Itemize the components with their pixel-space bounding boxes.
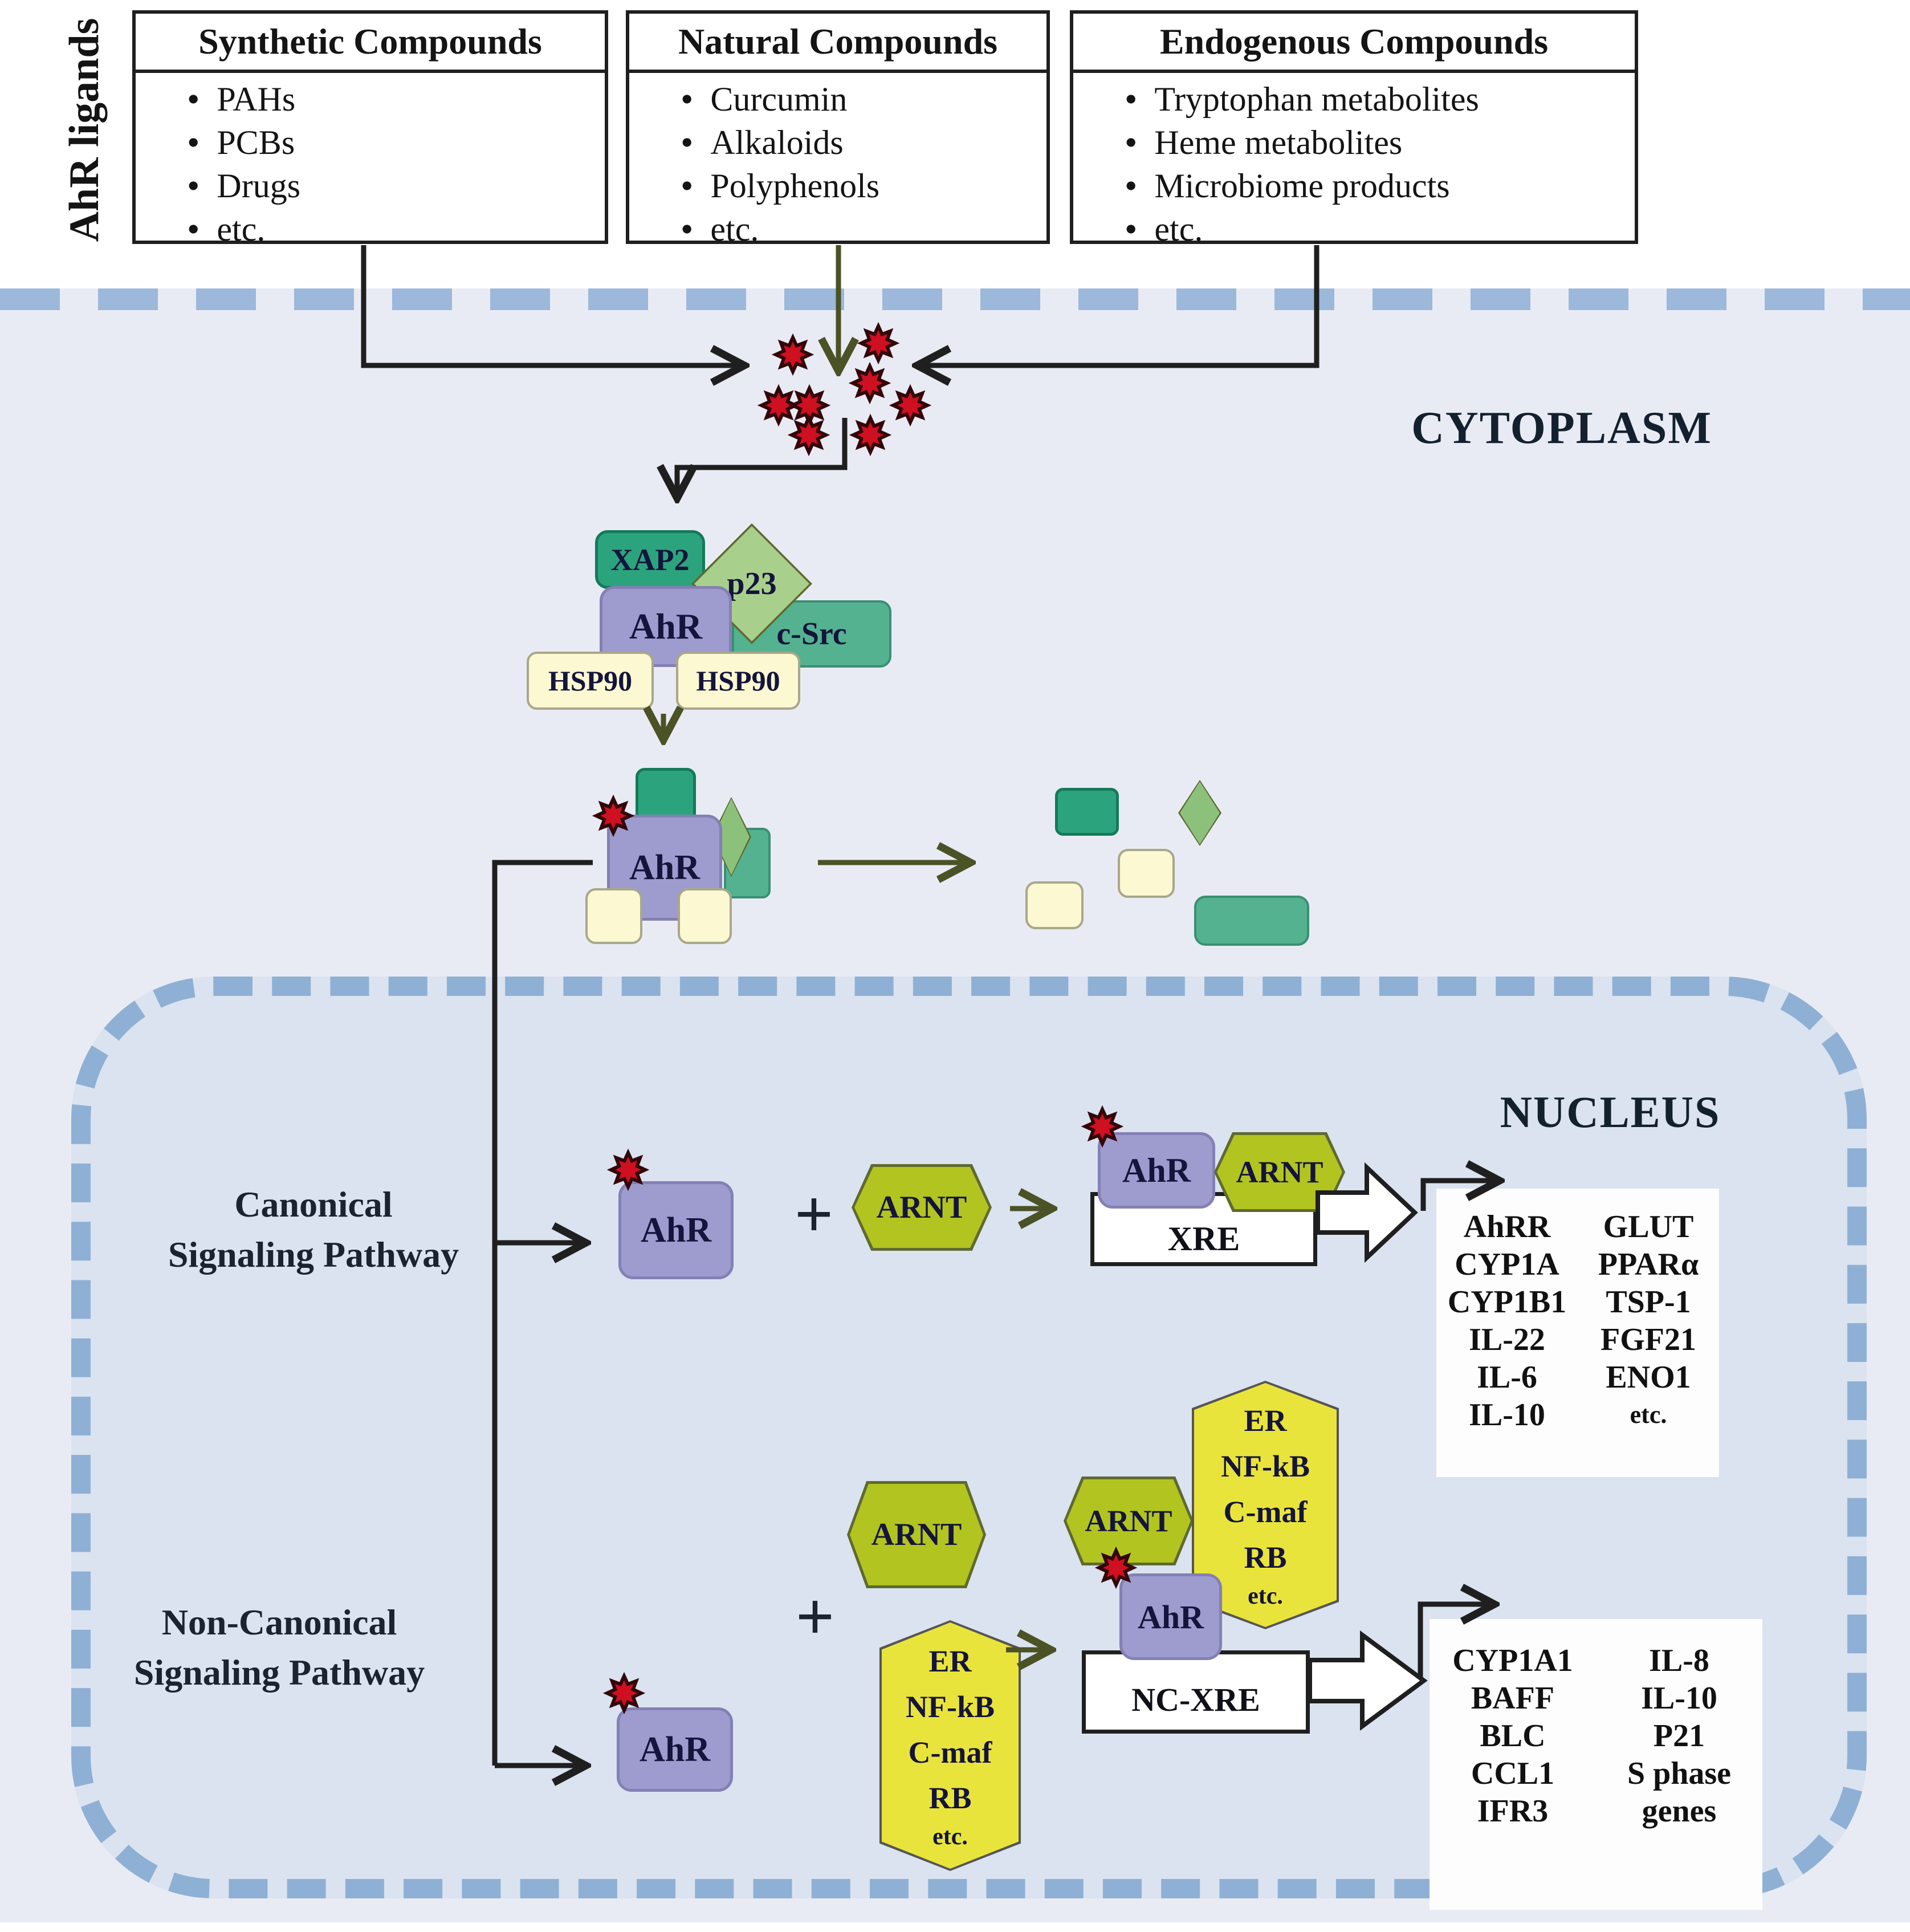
xap2-chaperone-shape (636, 768, 696, 823)
list-item: Polyphenols (681, 164, 1046, 208)
released-hsp90-shape (1025, 881, 1084, 929)
synthetic-compounds-title: Synthetic Compounds (136, 14, 605, 73)
list-item: etc. (187, 208, 605, 251)
partner-item: C-maf (908, 1735, 992, 1770)
list-item: PAHs (187, 78, 605, 121)
natural-compounds-list: Curcumin Alkaloids Polyphenols etc. (681, 78, 1046, 251)
partner-factors-stack: ER NF-kB C-maf RB etc. (879, 1620, 1021, 1871)
gene-item: IL-10 (1641, 1681, 1717, 1716)
ncxre-dna-element: NC-XRE (1082, 1650, 1310, 1734)
canonical-pathway-label: Canonical Signaling Pathway (168, 1184, 459, 1275)
list-item: Heme metabolites (1125, 121, 1635, 164)
ahr-on-ncxre: AhR (1119, 1573, 1222, 1660)
released-csrc-shape (1194, 896, 1309, 946)
endogenous-compounds-box: Endogenous Compounds Tryptophan metaboli… (1070, 10, 1638, 248)
hsp90-protein: HSP90 (527, 652, 654, 710)
gene-item: IL-8 (1649, 1643, 1709, 1678)
ahr-nuclear-noncanonical: AhR (617, 1707, 733, 1792)
xap2-protein: XAP2 (595, 530, 705, 589)
list-item: etc. (1125, 208, 1635, 251)
endogenous-compounds-title: Endogenous Compounds (1073, 14, 1635, 73)
list-item: Drugs (187, 164, 605, 208)
released-hsp90-shape (1118, 849, 1175, 898)
partner-item: RB (1244, 1540, 1287, 1575)
gene-item: GLUT (1603, 1209, 1694, 1244)
partner-item: RB (928, 1781, 972, 1815)
arnt-protein-noncanonical: ARNT (847, 1481, 986, 1588)
synthetic-compounds-list: PAHs PCBs Drugs etc. (187, 78, 605, 251)
endogenous-compounds-list: Tryptophan metabolites Heme metabolites … (1125, 78, 1635, 251)
gene-item: CYP1A1 (1452, 1643, 1573, 1678)
gene-item: FGF21 (1601, 1322, 1696, 1357)
plus-sign: + (795, 1579, 835, 1654)
canonical-target-genes-box: AhRR GLUT CYP1A PPARα CYP1B1 TSP-1 IL-22… (1436, 1189, 1719, 1477)
arnt-protein-canonical: ARNT (852, 1164, 992, 1251)
partner-item: etc. (1248, 1583, 1283, 1609)
partner-item: NF-kB (905, 1690, 995, 1724)
gene-item: IL-6 (1477, 1360, 1537, 1395)
gene-item: etc. (1630, 1401, 1667, 1429)
synthetic-compounds-box: Synthetic Compounds PAHs PCBs Drugs etc. (132, 10, 608, 248)
gene-item: CCL1 (1471, 1756, 1555, 1791)
hsp90-chaperone-shape (678, 888, 732, 944)
cell-membrane (0, 288, 1910, 310)
list-item: Microbiome products (1125, 164, 1635, 208)
gene-item: IFR3 (1477, 1793, 1549, 1829)
cytoplasm-label: CYTOPLASM (1411, 403, 1712, 453)
gene-item: IL-10 (1469, 1397, 1545, 1433)
gene-item: AhRR (1463, 1209, 1551, 1244)
nucleus-label: NUCLEUS (1500, 1087, 1721, 1137)
list-item: Curcumin (681, 78, 1046, 121)
ahr-on-xre: AhR (1098, 1132, 1215, 1209)
hsp90-chaperone-shape (585, 888, 642, 944)
gene-item: ENO1 (1606, 1360, 1691, 1395)
partner-item: ER (928, 1644, 972, 1678)
gene-item: PPARα (1598, 1247, 1699, 1282)
partner-item: C-maf (1223, 1495, 1308, 1529)
gene-item: BAFF (1471, 1681, 1555, 1716)
list-item: Alkaloids (681, 121, 1046, 164)
list-item: PCBs (187, 121, 605, 164)
gene-item: CYP1B1 (1447, 1284, 1567, 1320)
gene-item: BLC (1480, 1718, 1546, 1754)
gene-item: TSP-1 (1606, 1284, 1691, 1320)
gene-item: genes (1642, 1793, 1717, 1829)
list-item: etc. (681, 208, 1046, 251)
natural-compounds-box: Natural Compounds Curcumin Alkaloids Pol… (626, 10, 1050, 248)
released-xap2-shape (1055, 788, 1119, 836)
noncanonical-pathway-label: Non-Canonical Signaling Pathway (133, 1602, 425, 1693)
ahr-nuclear-canonical: AhR (618, 1181, 734, 1279)
ahr-ligands-side-label: AhR ligands (61, 18, 108, 242)
hsp90-protein: HSP90 (676, 652, 800, 710)
noncanonical-target-genes-box: CYP1A1 IL-8 BAFF IL-10 BLC P21 CCL1 S ph… (1430, 1619, 1762, 1910)
gene-item: P21 (1653, 1718, 1705, 1754)
gene-item: IL-22 (1469, 1322, 1545, 1357)
plus-sign: + (794, 1176, 834, 1252)
partner-item: ER (1244, 1404, 1287, 1438)
arnt-on-ncxre: ARNT (1064, 1477, 1194, 1565)
list-item: Tryptophan metabolites (1125, 78, 1635, 121)
partner-item: NF-kB (1220, 1449, 1310, 1483)
arnt-on-xre: ARNT (1214, 1132, 1345, 1212)
partner-item: etc. (932, 1824, 968, 1850)
gene-item: CYP1A (1455, 1247, 1559, 1282)
natural-compounds-title: Natural Compounds (629, 14, 1046, 73)
gene-item: S phase (1627, 1756, 1732, 1791)
